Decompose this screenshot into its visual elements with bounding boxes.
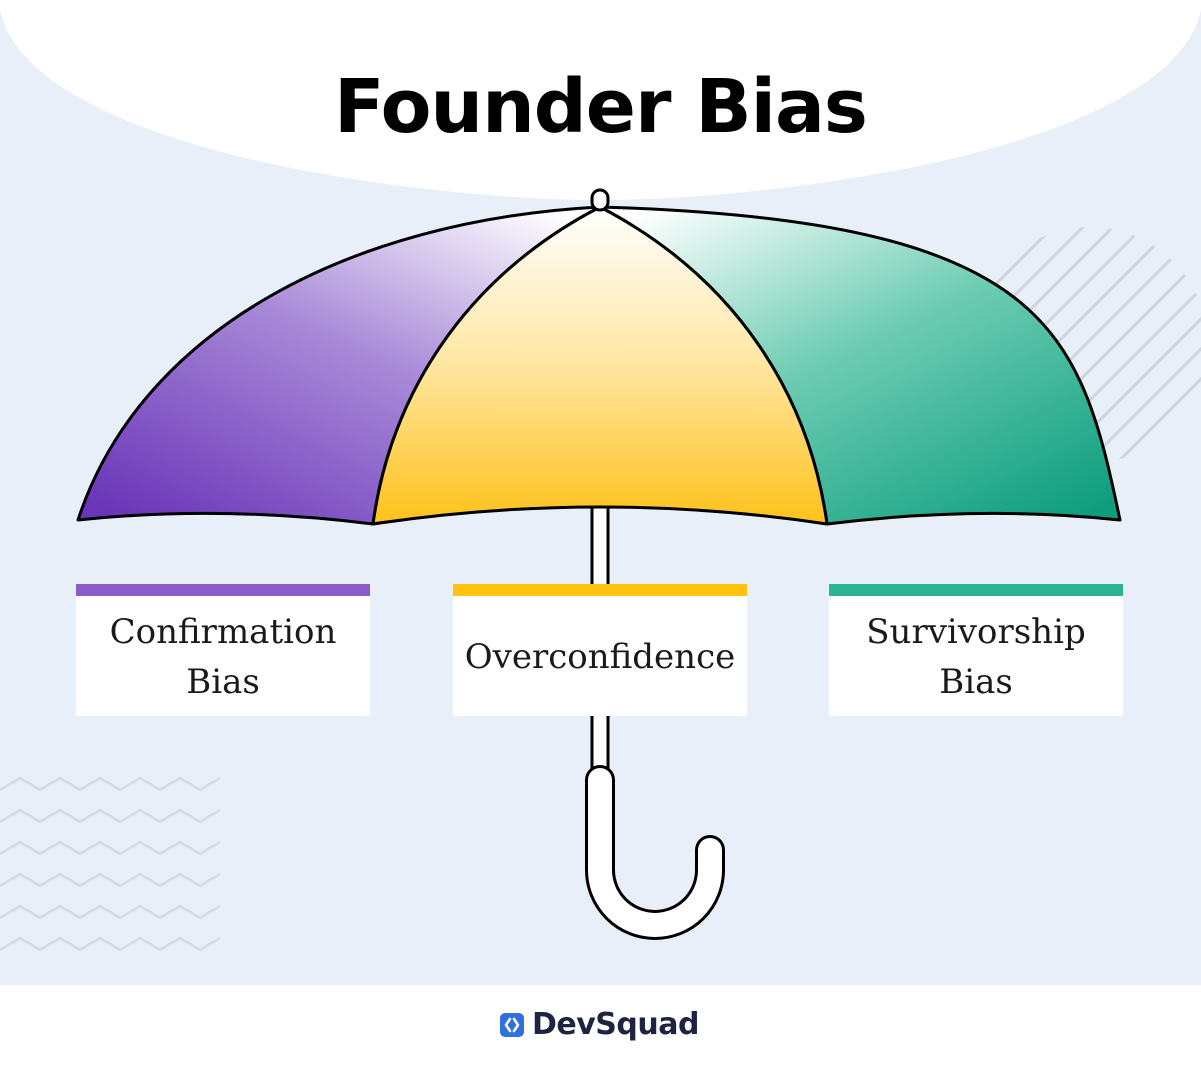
footer: [0, 985, 1201, 1079]
bias-card-label: Overconfidence: [464, 637, 736, 677]
umbrella-tip: [590, 188, 610, 212]
page-title: Founder Bias: [334, 64, 868, 150]
bias-card-label: Survivorship Bias: [866, 612, 1086, 702]
title-dome: [0, 0, 1201, 200]
canopy-panel-yellow: [371, 205, 829, 526]
bias-card-overconfidence: Overconfidence: [453, 584, 747, 716]
zigzag-decoration: [0, 776, 221, 952]
bias-card-confirmation: Confirmation Bias: [76, 584, 370, 716]
bias-card-survivorship: Survivorship Bias: [829, 584, 1123, 716]
umbrella-canopy: [76, 205, 1122, 526]
brand-name: DevSquad: [532, 1007, 699, 1042]
bias-card-label: Confirmation Bias: [109, 612, 337, 702]
brand: DevSquad: [500, 1010, 699, 1040]
devsquad-logo-icon: [500, 1013, 524, 1037]
umbrella-handle: [588, 768, 722, 937]
